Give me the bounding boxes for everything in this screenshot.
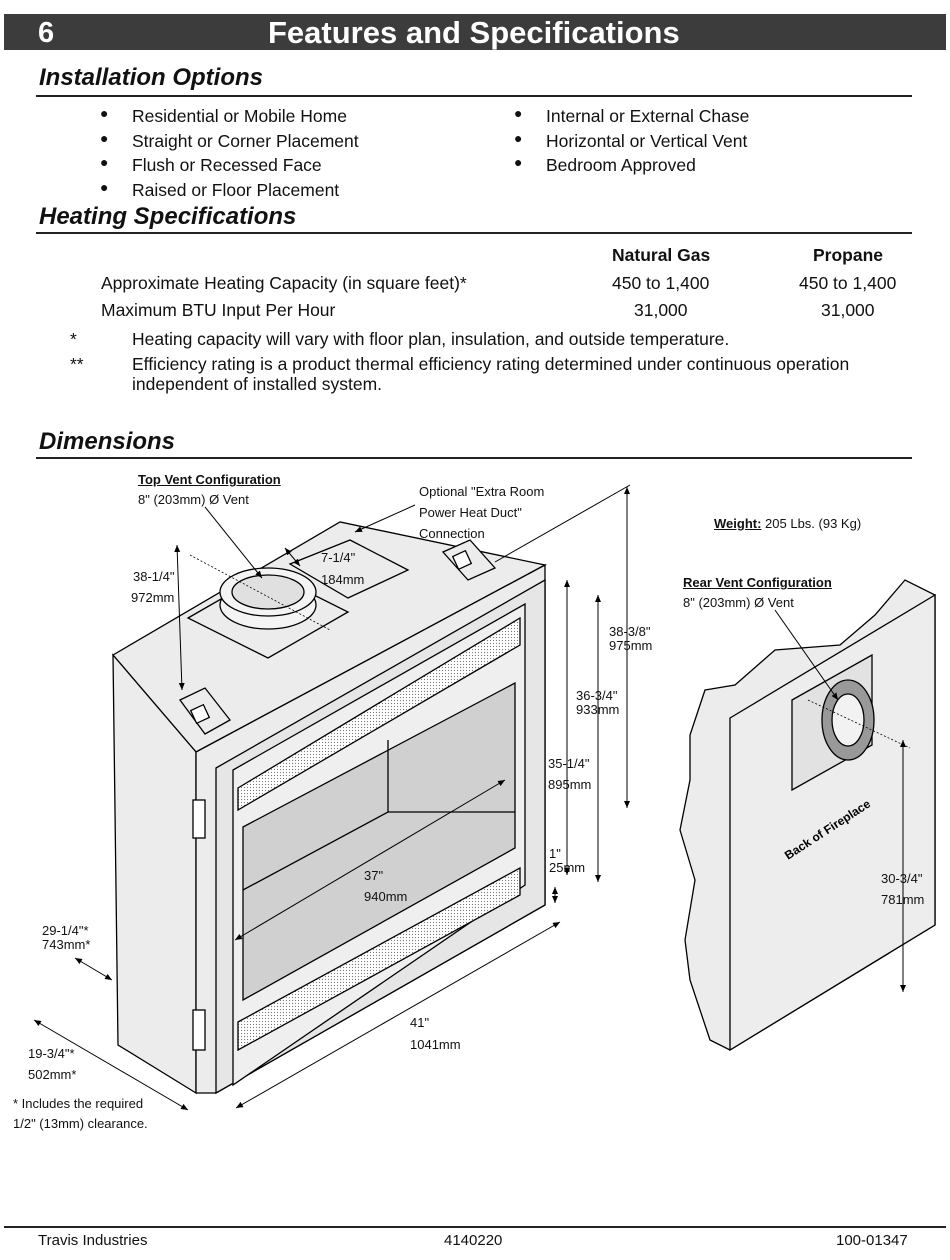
note-text: Efficiency rating is a product thermal e… [132, 354, 850, 374]
row-label: Approximate Heating Capacity (in square … [101, 273, 467, 293]
rear-vent-spec: 8" (203mm) Ø Vent [683, 595, 794, 610]
dim-label: 933mm [576, 702, 620, 717]
dim-label: 743mm* [42, 937, 91, 952]
footer-rule [4, 1226, 946, 1228]
note-text: Heating capacity will vary with floor pl… [132, 329, 730, 349]
dim-label: 30-3/4" [881, 871, 923, 886]
dim-label: 502mm* [28, 1067, 77, 1082]
row-value: 31,000 [821, 300, 875, 320]
duct-label: Power Heat Duct" [419, 505, 522, 520]
duct-label: Connection [419, 526, 485, 541]
row-value: 450 to 1,400 [799, 273, 897, 293]
dim-label: 19-3/4"* [28, 1046, 75, 1061]
row-value: 31,000 [634, 300, 688, 320]
dim-label: 940mm [364, 889, 408, 904]
dim-label: 38-1/4" [133, 569, 175, 584]
footer-center-code: 4140220 [444, 1232, 503, 1249]
dimensions-rule [36, 457, 912, 459]
clearance-note: * Includes the required [13, 1096, 144, 1111]
dim-label: 37" [364, 868, 384, 883]
dim-label: 38-3/8" [609, 624, 651, 639]
installation-title: Installation Options [39, 64, 264, 91]
dimension-lines [33, 487, 906, 1111]
dim-label: 781mm [881, 892, 925, 907]
page-number: 6 [38, 17, 55, 49]
install-item: ●Horizontal or Vertical Vent [514, 130, 748, 151]
top-vent-spec: 8" (203mm) Ø Vent [138, 492, 249, 507]
footer-right-code: 100-01347 [836, 1232, 908, 1249]
install-item: ●Internal or External Chase [514, 105, 750, 126]
install-item: ●Residential or Mobile Home [100, 105, 347, 126]
dim-label: 41" [410, 1015, 430, 1030]
install-item: ●Bedroom Approved [514, 154, 696, 175]
pointer-lines [204, 484, 839, 701]
dim-label: 975mm [609, 638, 653, 653]
duct-label: Optional "Extra Room [419, 484, 545, 499]
dim-label: 184mm [321, 572, 365, 587]
fireplace-body [112, 521, 547, 1095]
row-value: 450 to 1,400 [612, 273, 710, 293]
weight: Weight: 205 Lbs. (93 Kg) [714, 516, 862, 531]
footer-company: Travis Industries [38, 1232, 148, 1249]
dim-label: 1041mm [410, 1037, 461, 1052]
rear-vent-title: Rear Vent Configuration [683, 575, 832, 590]
installation-rule [36, 95, 912, 97]
dim-label: 895mm [548, 777, 592, 792]
dim-label: 25mm [549, 860, 586, 875]
dimensions-title: Dimensions [39, 428, 176, 455]
note-mark: ** [70, 354, 84, 374]
fireplace-drawing: Back of Fireplace [33, 484, 936, 1111]
header-bar [4, 14, 946, 50]
dim-label: 29-1/4"* [42, 923, 89, 938]
rear-fireplace [679, 579, 936, 1052]
leader-lines [189, 554, 911, 749]
dim-label: 36-3/4" [576, 688, 618, 703]
dim-label: 1" [549, 846, 561, 861]
dim-label: 35-1/4" [548, 756, 590, 771]
note-text: independent of installed system. [132, 374, 383, 394]
clearance-note: 1/2" (13mm) clearance. [13, 1116, 148, 1131]
heating-rule [36, 232, 912, 234]
row-label: Maximum BTU Input Per Hour [101, 300, 336, 320]
install-item: ●Straight or Corner Placement [100, 130, 359, 151]
install-item: ●Flush or Recessed Face [100, 154, 322, 175]
dim-label: 972mm [131, 590, 175, 605]
page-title: Features and Specifications [268, 15, 680, 50]
col-natural-gas: Natural Gas [612, 245, 711, 265]
dim-label: 7-1/4" [321, 550, 356, 565]
top-vent-title: Top Vent Configuration [138, 472, 281, 487]
note-mark: * [70, 329, 77, 349]
heating-title: Heating Specifications [39, 203, 297, 230]
col-propane: Propane [813, 245, 884, 265]
install-item: ●Raised or Floor Placement [100, 179, 340, 200]
